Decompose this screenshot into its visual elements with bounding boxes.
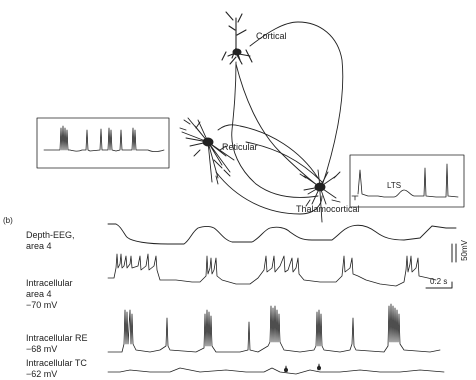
neuron-label-cortical: Cortical bbox=[256, 31, 287, 42]
trace-intracellular-tc bbox=[108, 364, 444, 374]
thalamocortical-neuron bbox=[300, 170, 340, 206]
neuron-label-reticular: Reticular bbox=[222, 142, 258, 153]
panel-b-label: (b) bbox=[3, 215, 13, 226]
voltage-scale-label: 50mV bbox=[460, 240, 469, 261]
trace-intracellular-re bbox=[108, 304, 440, 352]
neuron-label-thalamocortical: Thalamocortical bbox=[296, 204, 360, 215]
inset-thalamocortical-trace bbox=[350, 155, 464, 207]
trace-intracellular-cortex bbox=[108, 254, 436, 286]
cortical-neuron bbox=[222, 12, 252, 64]
inset-reticular-trace bbox=[37, 118, 169, 168]
time-scale-label: 0.2 s bbox=[430, 277, 447, 286]
trace-label-eeg: Depth-EEG, area 4 bbox=[26, 230, 75, 252]
trace-label-cortex: Intracellular area 4 −70 mV bbox=[26, 278, 73, 311]
trace-eeg bbox=[108, 224, 456, 244]
lts-label: LTS bbox=[387, 180, 401, 191]
trace-label-re: Intracellular RE −68 mV bbox=[26, 333, 88, 355]
